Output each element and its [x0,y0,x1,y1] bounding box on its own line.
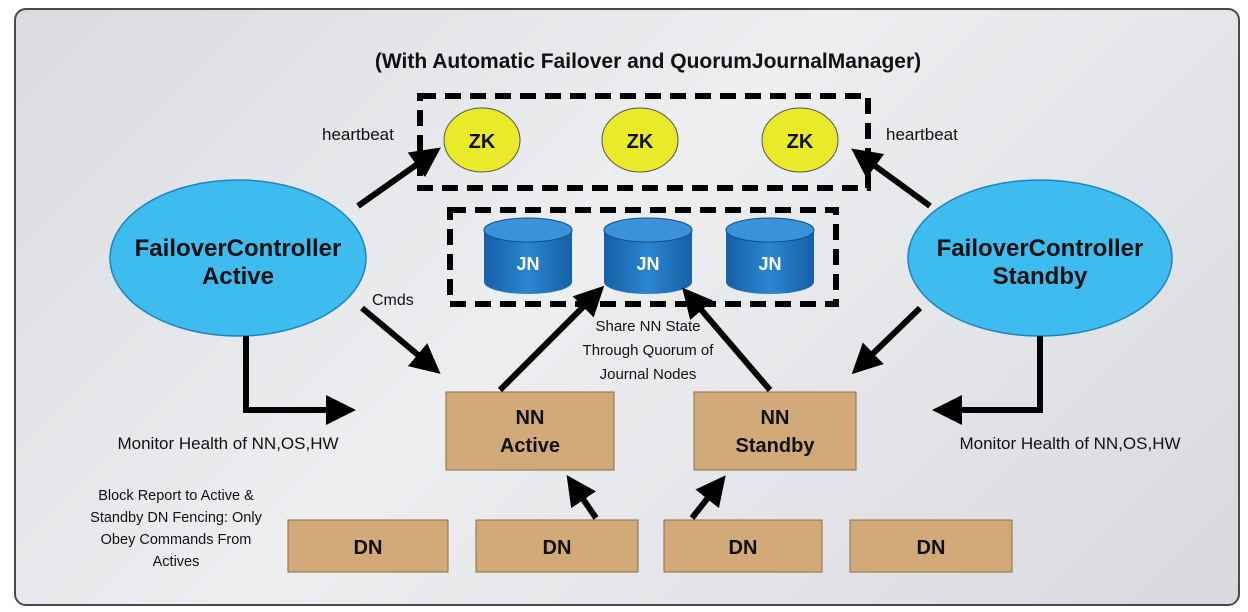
block-report-line3: Obey Commands From [101,532,252,548]
block-report-line1: Block Report to Active & [98,488,254,504]
arrow-fc-active-to-zk [356,147,441,209]
fc-standby-line2: Standby [993,263,1088,290]
dn-label: DN [917,537,946,559]
zk-label: ZK [627,131,654,153]
nn-standby-line1: NN [761,407,790,429]
share-state-line1: Share NN State [595,318,700,335]
zk-group-border [417,93,871,191]
block-report-line2: Standby DN Fencing: Only [90,510,262,526]
dn-node-2: DN [475,519,639,573]
jn-label: JN [636,254,659,274]
failover-controller-active: FailoverController Active [109,179,367,337]
heartbeat-right-label: heartbeat [886,125,958,144]
jn-node-2: JN [603,217,693,294]
arrow-fc-standby-to-zk [851,148,932,209]
arrow-cmds-to-nn-active [360,305,441,374]
fc-standby-line1: FailoverController [937,235,1144,262]
arrow-dn-to-nn-standby [689,475,726,520]
nn-active-box: NN Active [445,391,615,471]
jn-node-3: JN [725,217,815,294]
arrow-monitor-standby [932,336,1043,425]
dn-label: DN [729,537,758,559]
nn-active-line2: Active [500,435,560,457]
dn-label: DN [543,537,572,559]
dn-node-3: DN [663,519,823,573]
share-state-line3: Journal Nodes [600,366,697,383]
block-report-line4: Actives [153,554,200,570]
dn-label: DN [354,537,383,559]
fc-active-line2: Active [202,263,274,290]
jn-node-1: JN [483,217,573,294]
arrow-dn-to-nn-active [566,475,599,520]
arrow-fc-standby-to-nn-standby [851,305,923,375]
nn-standby-line2: Standby [736,435,816,457]
jn-label: JN [758,254,781,274]
arrow-monitor-active [243,336,356,425]
dn-node-1: DN [287,519,449,573]
zk-label: ZK [469,131,496,153]
zk-node-1: ZK [443,107,521,173]
dn-node-4: DN [849,519,1013,573]
heartbeat-left-label: heartbeat [322,125,394,144]
arrow-nn-standby-to-jn [682,287,773,392]
nn-standby-box: NN Standby [693,391,857,471]
cmds-label: Cmds [372,292,414,309]
monitor-health-left: Monitor Health of NN,OS,HW [117,434,338,453]
nn-active-line1: NN [516,407,545,429]
jn-label: JN [516,254,539,274]
arrow-nn-active-to-jn [497,285,605,393]
fc-active-line1: FailoverController [135,235,342,262]
failover-controller-standby: FailoverController Standby [907,179,1173,337]
share-state-line2: Through Quorum of [583,342,715,359]
monitor-health-right: Monitor Health of NN,OS,HW [959,434,1180,453]
jn-group-border [447,207,839,307]
zk-label: ZK [787,131,814,153]
zk-node-3: ZK [761,107,839,173]
zk-node-2: ZK [601,107,679,173]
diagram-title: (With Automatic Failover and QuorumJourn… [375,50,921,73]
